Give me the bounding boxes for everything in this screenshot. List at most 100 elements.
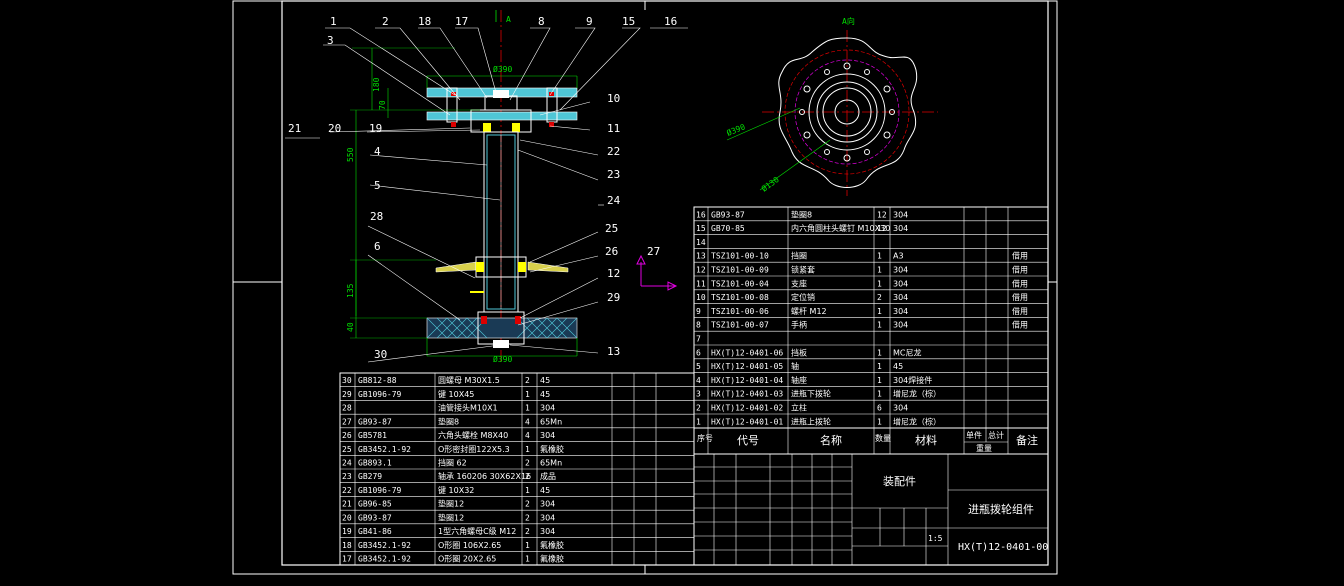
bom-cell-name: O形圈 106X2.65 bbox=[438, 541, 501, 550]
bom-cell-material: 304 bbox=[540, 513, 555, 522]
bom-cell-qty: 1 bbox=[877, 376, 882, 385]
title-block: 装配件 进瓶拨轮组件 HX(T)12-0401-00 1:5 bbox=[693, 453, 1049, 566]
bom-cell-material: A3 bbox=[893, 252, 904, 261]
bom-cell-no: 15 bbox=[696, 224, 706, 233]
bom-cell-material: 氟橡胶 bbox=[540, 554, 564, 564]
bom-cell-name: 垫圈12 bbox=[438, 512, 464, 522]
bom-cell-code: HX(T)12-0401-03 bbox=[711, 390, 783, 399]
dim-top-dia: Ø390 bbox=[493, 64, 512, 74]
section-labels: 1 2 18 17 8 9 15 16 3 A 21 20 19 10 11 2… bbox=[288, 15, 677, 364]
bom-cell-no: 14 bbox=[696, 238, 706, 247]
bom-cell-no: 16 bbox=[696, 210, 706, 219]
bom-cell-qty: 1 bbox=[877, 362, 882, 371]
bom-cell-no: 3 bbox=[696, 390, 701, 399]
bom-cell-name: 轴 bbox=[791, 361, 799, 371]
dim-40: 40 bbox=[346, 322, 355, 332]
bom-cell-qty: 1 bbox=[525, 445, 530, 454]
bom-cell-name: O形密封圈122X5.3 bbox=[438, 444, 510, 454]
bom-cell-material: 65Mn bbox=[540, 459, 562, 468]
bom-cell-code: GB3452.1-92 bbox=[358, 541, 411, 550]
bom-cell-no: 17 bbox=[342, 555, 352, 564]
balloon-1: 1 bbox=[330, 15, 337, 28]
bom-cell-qty: 2 bbox=[525, 513, 530, 522]
bom-cell-name: 立柱 bbox=[791, 403, 807, 413]
balloon-28: 28 bbox=[370, 210, 383, 223]
bom-hdr-single: 单件 bbox=[966, 430, 982, 440]
bom-cell-code: TSZ101-00-04 bbox=[711, 279, 769, 288]
balloon-9: 9 bbox=[586, 15, 593, 28]
bom-cell-material: 304 bbox=[893, 293, 908, 302]
bom-cell-code: GB93-87 bbox=[358, 417, 392, 426]
bom-cell-no: 26 bbox=[342, 431, 352, 440]
bom-cell-code: GB93-87 bbox=[711, 210, 745, 219]
bom-cell-qty: 1 bbox=[877, 417, 882, 426]
bom-cell-no: 24 bbox=[342, 459, 352, 468]
title-name: 进瓶拨轮组件 bbox=[968, 502, 1034, 516]
balloon-20: 20 bbox=[328, 122, 341, 135]
bom-cell-material: 304 bbox=[893, 210, 908, 219]
bom-cell-material: 304 bbox=[540, 500, 555, 509]
bom-cell-code: HX(T)12-0401-05 bbox=[711, 362, 783, 371]
balloon-29: 29 bbox=[607, 291, 620, 304]
bom-cell-material: 304 bbox=[893, 224, 908, 233]
bom-cell-no: 25 bbox=[342, 445, 352, 454]
bom-cell-name: 轴座 bbox=[791, 375, 807, 385]
bom-cell-code: HX(T)12-0401-04 bbox=[711, 376, 783, 385]
bom-cell-no: 19 bbox=[342, 527, 352, 536]
bom-cell-code: GB5781 bbox=[358, 431, 387, 440]
bom-cell-no: 20 bbox=[342, 513, 352, 522]
bom-cell-no: 5 bbox=[696, 362, 701, 371]
view-a-marker: A bbox=[506, 15, 511, 24]
bom-cell-note: 借用 bbox=[1012, 265, 1028, 275]
bom-cell-name: 轴承 160206 30X62X16 bbox=[438, 471, 531, 481]
bom-cell-qty: 1 bbox=[877, 390, 882, 399]
balloon-24: 24 bbox=[607, 194, 621, 207]
balloon-18: 18 bbox=[418, 15, 431, 28]
bom-cell-qty: 2 bbox=[877, 293, 882, 302]
dim-70: 70 bbox=[378, 100, 387, 110]
bom-cell-qty: 1 bbox=[525, 486, 530, 495]
view-a: A向 Ø390 Ø130 bbox=[725, 16, 938, 196]
bom-cell-material: 65Mn bbox=[540, 417, 562, 426]
title-drawing-no: HX(T)12-0401-00 bbox=[958, 542, 1048, 553]
bom-cell-code: GB279 bbox=[358, 472, 382, 481]
bom-cell-material: 304 bbox=[893, 266, 908, 275]
bom-cell-no: 23 bbox=[342, 472, 352, 481]
bom-cell-name: 锁紧套 bbox=[791, 265, 815, 275]
bom-cell-name: 键 10X32 bbox=[438, 485, 474, 495]
balloon-3: 3 bbox=[327, 34, 334, 47]
bom-cell-qty: 1 bbox=[877, 307, 882, 316]
bom-cell-no: 12 bbox=[696, 266, 706, 275]
dim-180: 180 bbox=[372, 77, 381, 92]
bom-cell-code: GB812-88 bbox=[358, 376, 397, 385]
bom-cell-note: 借用 bbox=[1012, 278, 1028, 288]
inner-frame bbox=[281, 0, 1049, 566]
bom-cell-qty: 2 bbox=[525, 527, 530, 536]
bom-cell-no: 11 bbox=[696, 279, 706, 288]
bom-cell-material: 304 bbox=[893, 404, 908, 413]
bom-cell-code: TSZ101-00-06 bbox=[711, 307, 769, 316]
bom-cell-no: 10 bbox=[696, 293, 706, 302]
bom-cell-qty: 1 bbox=[877, 252, 882, 261]
bom-cell-name: O形圈 20X2.65 bbox=[438, 555, 496, 564]
bom-hdr-total: 总计 bbox=[988, 430, 1004, 440]
balloon-13: 13 bbox=[607, 345, 620, 358]
dim-bottom-dia: Ø390 bbox=[493, 354, 512, 364]
balloon-26: 26 bbox=[605, 245, 618, 258]
bom-cell-qty: 1 bbox=[877, 321, 882, 330]
bom-cell-name: 垫圈8 bbox=[438, 416, 459, 426]
